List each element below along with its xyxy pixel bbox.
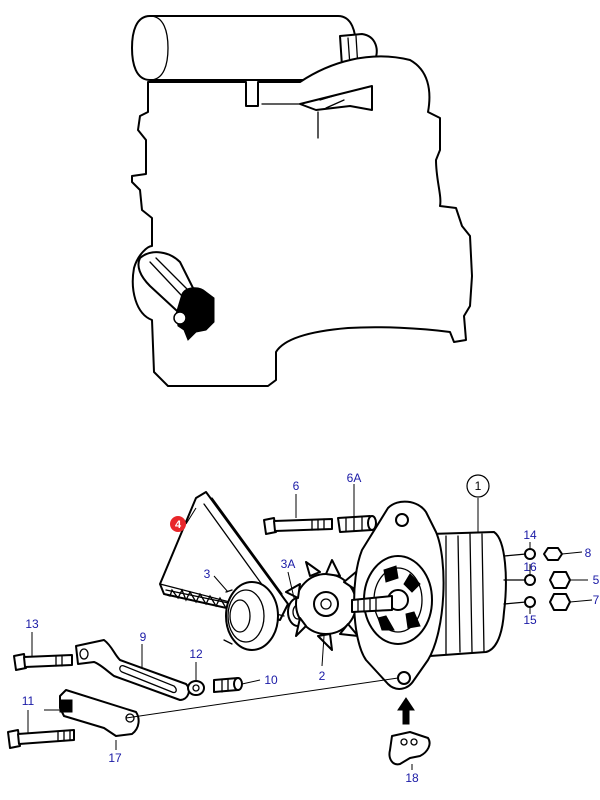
leader-lines: [27, 484, 593, 770]
callout-13: 11: [22, 694, 35, 708]
adjusting-bar: [75, 639, 190, 701]
callout-2: 2: [319, 669, 326, 683]
callout-10: 9: [140, 630, 147, 644]
washer-14: [187, 680, 205, 696]
callout-8: 8: [585, 546, 592, 560]
callout-3A: 3A: [281, 557, 296, 571]
callout-labels: 1 4 6 6A 3 3A 2 14 16 15 8 5 7 13 9 12 1…: [22, 471, 600, 785]
pulley: [223, 581, 279, 651]
alternator-shaft: [351, 595, 393, 613]
manifold: [299, 85, 373, 111]
bolt-15: [13, 653, 73, 671]
screw-11: [213, 677, 243, 693]
callout-17: 15: [523, 613, 537, 627]
callout-14: 12: [189, 647, 203, 661]
arrow-and-clip: [388, 697, 431, 766]
bolt-6: [263, 517, 333, 535]
callout-7: 7: [593, 593, 600, 607]
terminal-hardware: [503, 547, 571, 611]
pulley-overview: [175, 287, 215, 341]
callout-15: 13: [25, 617, 39, 631]
sleeve-6A: [337, 515, 377, 533]
callout-1: 1: [466, 474, 490, 498]
bolt-13: [7, 729, 75, 749]
callout-5: 5: [593, 573, 600, 587]
bracket-9: [59, 689, 140, 737]
svg-text:4: 4: [175, 519, 182, 531]
callout-6: 6: [293, 479, 300, 493]
svg-text:1: 1: [475, 479, 482, 493]
callout-12: 18: [405, 771, 419, 785]
callout-16: 14: [523, 528, 537, 542]
alternator-body: [429, 531, 507, 657]
callout-6A: 6A: [347, 471, 362, 485]
callout-9: 17: [108, 751, 122, 765]
callout-11: 10: [264, 673, 278, 687]
alternator: [351, 500, 507, 690]
exploded-view: [7, 491, 571, 766]
callout-3: 3: [204, 567, 211, 581]
engine-block: [131, 55, 473, 387]
callout-18: 16: [523, 560, 537, 574]
clip-12: [388, 731, 431, 766]
callout-4: 4: [170, 516, 186, 532]
engine-overview: [131, 15, 473, 387]
